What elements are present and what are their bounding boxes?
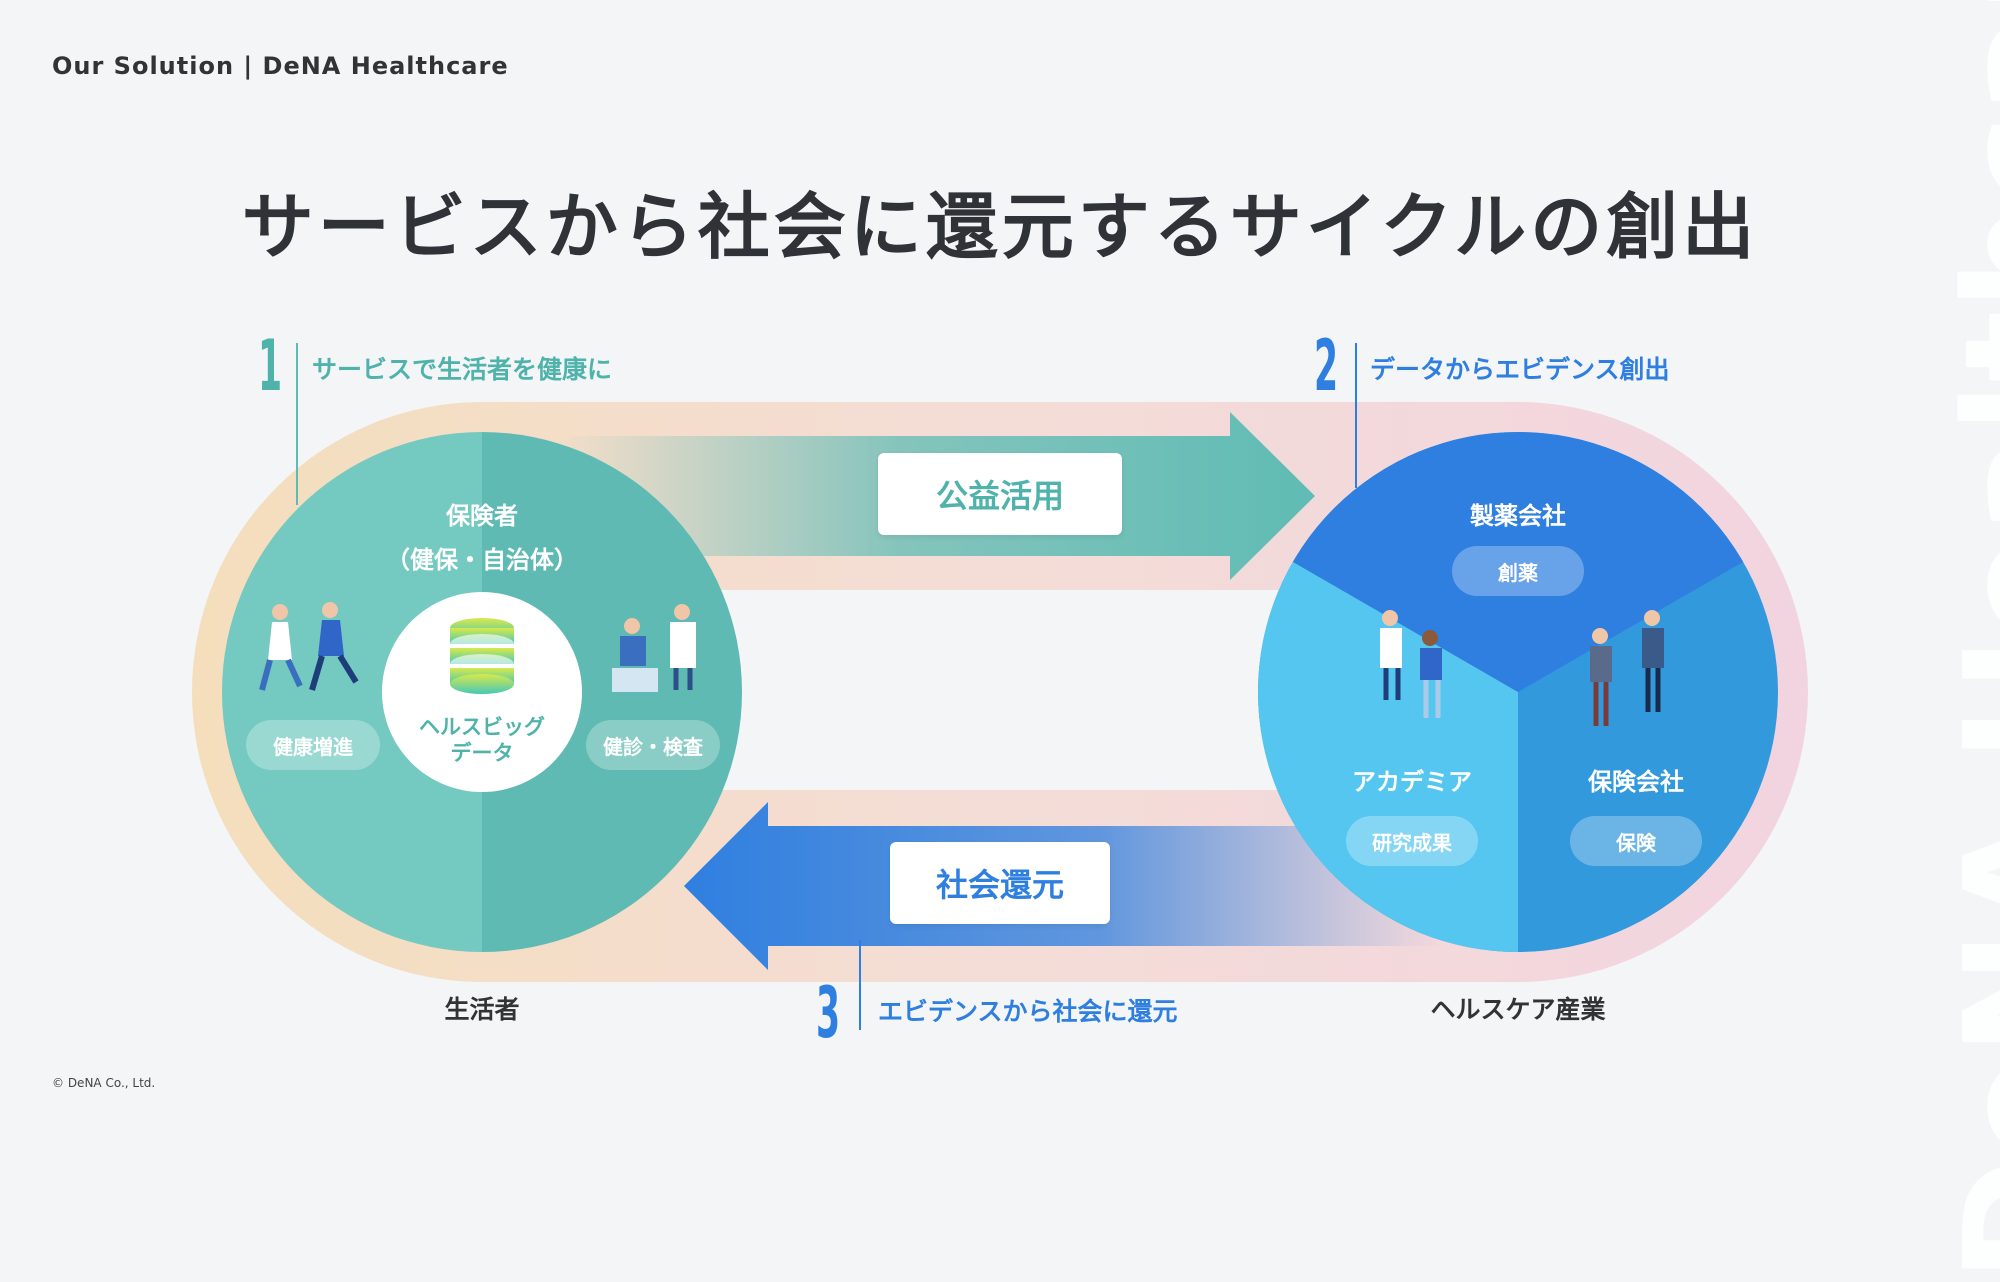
- pill-checkup: 健診・検査: [586, 720, 720, 770]
- checkup-illustration: [612, 604, 696, 692]
- header-label: Our Solution | DeNA Healthcare: [52, 52, 509, 80]
- insurer-title: 保険者: [446, 502, 518, 530]
- insurance-illustration: [1590, 610, 1664, 726]
- academia-title: アカデミア: [1352, 768, 1472, 796]
- insurance-company-title: 保険会社: [1588, 768, 1684, 796]
- step2-number: 2: [1314, 325, 1339, 407]
- arrow-bottom-label: 社会還元: [890, 842, 1110, 924]
- pill-health-promotion: 健康増進: [246, 720, 380, 770]
- step3-number: 3: [816, 972, 841, 1054]
- health-data-line1: ヘルスビッグ: [419, 715, 545, 739]
- arrow-top-label: 公益活用: [878, 453, 1122, 535]
- pill-insurance: 保険: [1570, 816, 1702, 866]
- consumer-caption: 生活者: [444, 995, 520, 1024]
- runners-illustration: [259, 602, 359, 691]
- right-circle: [1258, 432, 1778, 952]
- pill-research: 研究成果: [1346, 816, 1478, 866]
- insurer-subtitle: （健保・自治体）: [386, 546, 578, 574]
- cycle-diagram: [192, 343, 1808, 1030]
- pill-drug-discovery: 創薬: [1452, 546, 1584, 596]
- step1-text: サービスで生活者を健康に: [312, 355, 613, 384]
- copyright: © DeNA Co., Ltd.: [52, 1076, 156, 1090]
- pharma-title: 製薬会社: [1470, 502, 1566, 530]
- step3-text: エビデンスから社会に還元: [878, 997, 1178, 1026]
- database-icon: [450, 618, 514, 694]
- healthcare-industry-caption: ヘルスケア産業: [1430, 995, 1606, 1024]
- step2-text: データからエビデンス創出: [1370, 355, 1670, 384]
- step1-number: 1: [258, 325, 283, 407]
- page-title: サービスから社会に還元するサイクルの創出: [241, 185, 1759, 269]
- health-data-line2: データ: [450, 741, 514, 765]
- academia-illustration: [1380, 610, 1442, 718]
